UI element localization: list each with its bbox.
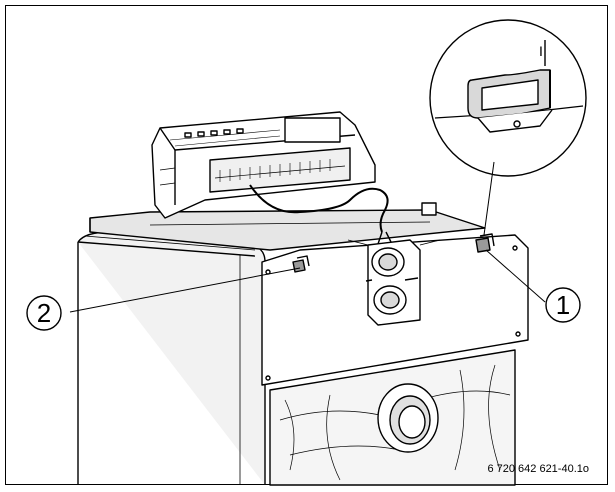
callout-label-2: 2 — [37, 298, 51, 328]
panel-clip-right — [475, 233, 495, 253]
sensor-cable — [249, 184, 437, 245]
leader-line-2 — [69, 267, 301, 313]
leader-line-1 — [485, 249, 546, 303]
lower-front-insulation — [269, 349, 516, 486]
boiler-side-panel — [77, 231, 266, 485]
sensor-grommet-assembly — [347, 239, 441, 326]
detail-magnifier — [429, 19, 587, 236]
callout-circle-1 — [545, 287, 581, 323]
callout-label-1: 1 — [556, 290, 570, 320]
detail-label: I — [539, 43, 543, 59]
figure-reference: 6 720 642 621-40.1o — [487, 463, 589, 475]
callout-circle-2 — [26, 295, 62, 331]
control-unit — [151, 111, 376, 219]
